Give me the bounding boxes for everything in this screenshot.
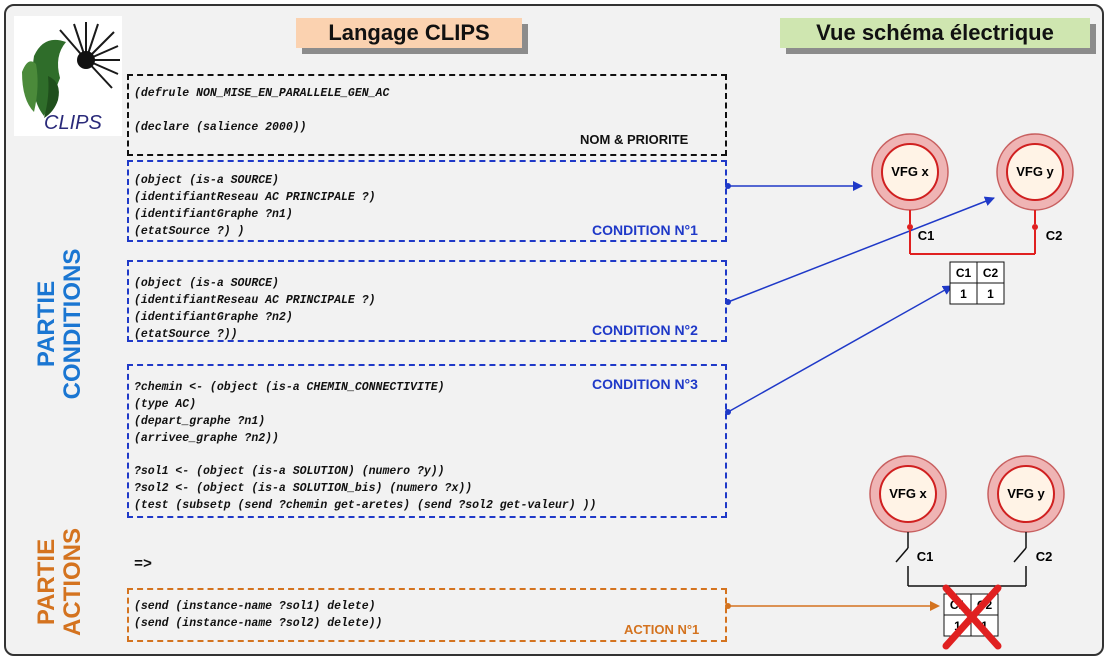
cond2-line-1: (object (is-a SOURCE): [134, 277, 279, 290]
action-1-block: [127, 588, 727, 642]
bottom-generator-x-label: VFG x: [889, 486, 927, 501]
top-table-header-c2: C2: [982, 266, 999, 280]
bottom-generator-y-label: VFG y: [1007, 486, 1045, 501]
bottom-breaker-c2-label: C2: [1035, 549, 1053, 564]
condition-connectors: [725, 181, 995, 611]
cond2-line-3: (identifiantGraphe ?n2): [134, 311, 293, 324]
rule-name-block: [127, 74, 727, 156]
rule-arrow: =>: [134, 556, 153, 573]
top-breaker-c2-label: C2: [1045, 228, 1063, 243]
cond3-line-3: (depart_graphe ?n1): [134, 415, 266, 428]
cond3-line-2: (type AC): [134, 398, 197, 411]
header-right-label: Vue schéma électrique: [816, 20, 1054, 45]
condition-3-block: [127, 364, 727, 518]
condition-1-block: [127, 160, 727, 242]
bottom-schematic: [869, 455, 1065, 637]
cond2-line-4: (etatSource ?)): [134, 328, 238, 341]
cond3-line-1: ?chemin <- (object (is-a CHEMIN_CONNECTI…: [134, 381, 445, 394]
logo-text: CLIPS: [44, 112, 102, 134]
top-generator-y-label: VFG y: [1016, 164, 1054, 179]
bottom-breaker-c1-label: C1: [916, 549, 934, 564]
delete-cross-icon: [942, 584, 1002, 650]
action1-line-2: (send (instance-name ?sol2) delete)): [134, 617, 383, 630]
header-electric-view: Vue schéma électrique: [780, 18, 1090, 48]
cond3-line-6: ?sol1 <- (object (is-a SOLUTION) (numero…: [134, 465, 445, 478]
action-1-label: ACTION N°1: [624, 622, 700, 637]
rule-line-3: (declare (salience 2000)): [134, 121, 307, 134]
bottom-table-value-c1: 1: [954, 619, 961, 633]
rule-line-1: (defrule NON_MISE_EN_PARALLELE_GEN_AC: [134, 87, 390, 100]
top-generator-x-label: VFG x: [891, 164, 929, 179]
condition-3-label: CONDITION N°3: [592, 376, 698, 392]
condition-1-label: CONDITION N°1: [592, 222, 698, 238]
action1-line-1: (send (instance-name ?sol1) delete): [134, 600, 376, 613]
header-left-label: Langage CLIPS: [328, 20, 490, 45]
top-table-value-c2: 1: [987, 287, 994, 301]
slide: [4, 4, 1104, 656]
cond1-line-1: (object (is-a SOURCE): [134, 174, 279, 187]
top-table-value-c1: 1: [960, 287, 967, 301]
rule-label: NOM & PRIORITE: [580, 132, 689, 147]
clips-logo: CLIPS: [14, 16, 122, 136]
top-breaker-c1-label: C1: [917, 228, 935, 243]
condition-2-label: CONDITION N°2: [592, 322, 698, 338]
cond1-line-3: (identifiantGraphe ?n1): [134, 208, 293, 221]
header-clips-language: Langage CLIPS: [296, 18, 522, 48]
cond1-line-4: (etatSource ?) ): [134, 225, 245, 238]
cond3-line-7: ?sol2 <- (object (is-a SOLUTION_bis) (nu…: [134, 482, 473, 495]
cond2-line-2: (identifiantReseau AC PRINCIPALE ?): [134, 294, 376, 307]
top-schematic: [871, 133, 1074, 305]
top-table-header-c1: C1: [955, 266, 972, 280]
cond1-line-2: (identifiantReseau AC PRINCIPALE ?): [134, 191, 376, 204]
cond3-line-8: (test (subsetp (send ?chemin get-aretes)…: [134, 499, 597, 512]
cond3-line-4: (arrivee_graphe ?n2)): [134, 432, 279, 445]
